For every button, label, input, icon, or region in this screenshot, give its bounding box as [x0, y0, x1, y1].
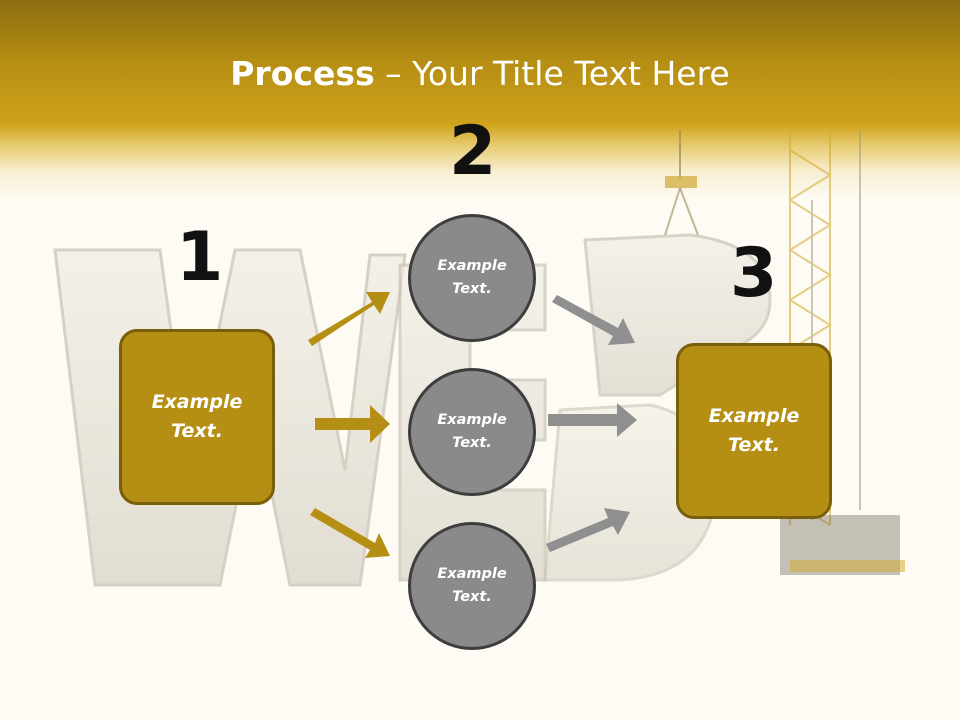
step-number-2: 2 — [449, 112, 497, 191]
arrow-gold-right — [315, 405, 390, 443]
circle-middle-line1: Example — [437, 412, 507, 428]
right-box-line2: Text. — [728, 434, 780, 456]
left-box-line1: Example — [151, 391, 243, 413]
circle-bottom-line1: Example — [437, 566, 507, 582]
arrow-gray-down — [552, 295, 635, 345]
right-box-line1: Example — [708, 405, 800, 427]
right-example-box: Example Text. — [676, 343, 832, 519]
step-number-1: 1 — [176, 218, 224, 297]
title-rest: – Your Title Text Here — [374, 54, 730, 93]
circle-middle: Example Text. — [408, 368, 536, 496]
circle-middle-line2: Text. — [452, 435, 492, 451]
title-bold: Process — [230, 54, 375, 93]
circle-bottom: Example Text. — [408, 522, 536, 650]
arrow-gray-up — [546, 508, 630, 552]
arrow-gray-right — [548, 403, 637, 437]
left-example-box: Example Text. — [119, 329, 275, 505]
left-box-line2: Text. — [171, 420, 223, 442]
arrow-gold-down — [310, 508, 390, 558]
slide-title: Process – Your Title Text Here — [0, 52, 960, 96]
circle-bottom-line2: Text. — [452, 589, 492, 605]
circle-top: Example Text. — [408, 214, 536, 342]
header-band — [0, 0, 960, 200]
step-number-3: 3 — [730, 234, 778, 313]
arrow-gold-up — [308, 292, 390, 346]
circle-top-line2: Text. — [452, 281, 492, 297]
circle-top-line1: Example — [437, 258, 507, 274]
